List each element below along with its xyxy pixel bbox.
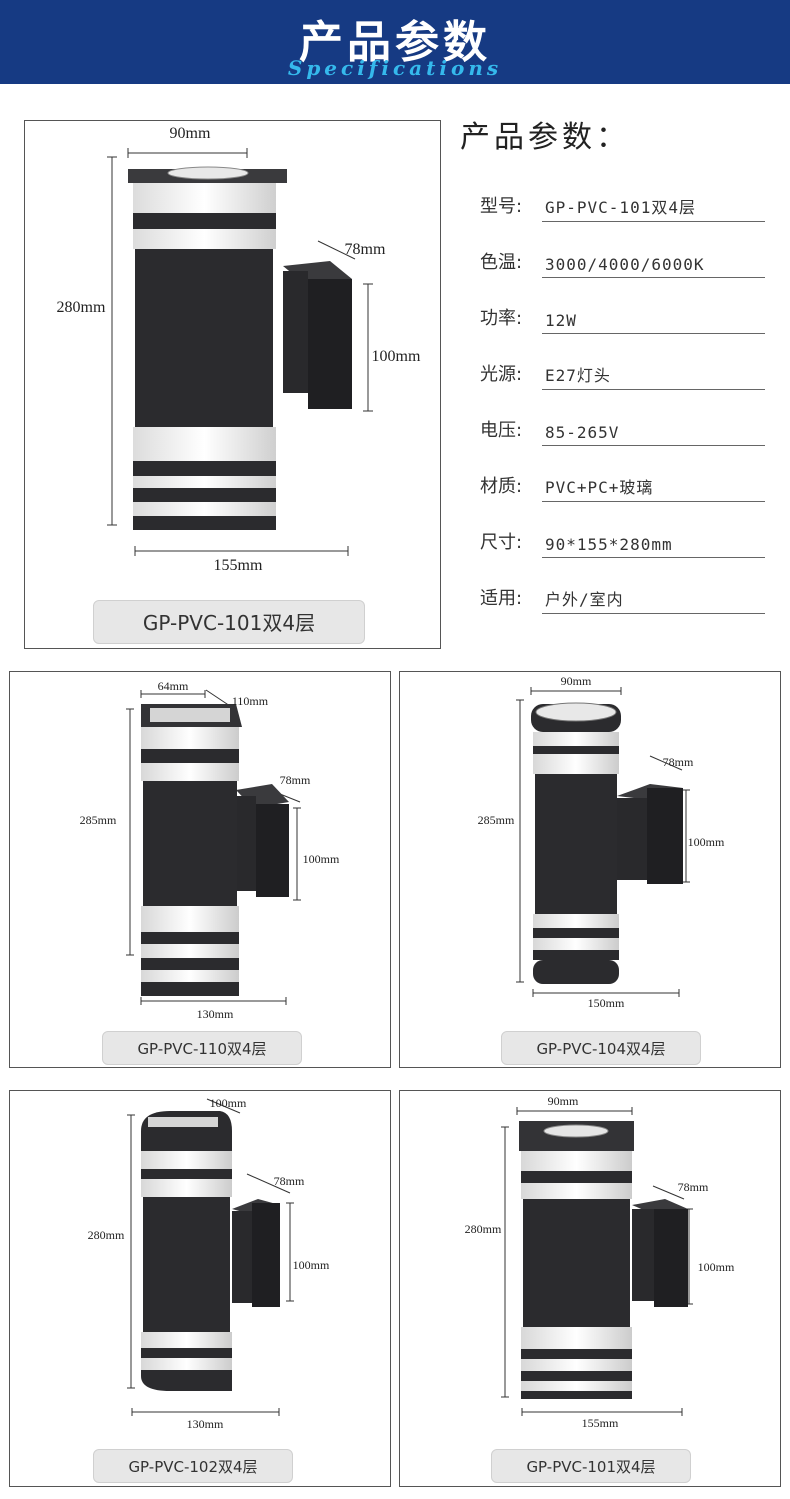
dim-bottom-label: 130mm [187,1417,224,1431]
product-card-101: 90mm 78mm 280mm 100mm 155mm GP-PVC-101双4… [399,1090,781,1487]
dim-bottom-label: 150mm [588,996,625,1010]
dim-height-label: 280mm [465,1222,502,1236]
spec-row-color-temp: 色温: 3000/4000/6000K [480,236,765,278]
dim-depth-label: 78mm [663,755,694,769]
main-product-image: 90mm 78mm 280mm 100mm 155mm GP-PVC-101双4… [24,120,441,649]
dim-bracket-label: 100mm [372,348,421,365]
spec-underline [542,277,765,278]
dim-bottom-label: 130mm [197,1007,234,1021]
dim-depth-label: 78mm [678,1180,709,1194]
spec-row-size: 尺寸: 90*155*280mm [480,516,765,558]
spec-underline [542,221,765,222]
spec-label: 光源: [480,364,523,385]
dim-height-label: 280mm [88,1228,125,1242]
lamp-illustration-101: 90mm 78mm 280mm 100mm 155mm [465,1094,735,1430]
header-subtitle: Specifications [287,56,503,80]
dim-height-label: 285mm [80,813,117,827]
dim-top-label: 90mm [170,125,211,142]
spec-value: E27灯头 [545,366,611,385]
spec-value: 3000/4000/6000K [545,255,705,274]
spec-row-application: 适用: 户外/室内 [480,572,765,614]
dim-height-label: 280mm [57,299,106,316]
spec-value: PVC+PC+玻璃 [545,478,654,497]
dim-height-label: 285mm [478,813,515,827]
dim-top-label: 100mm [210,1096,247,1110]
spec-row-power: 功率: 12W [480,292,765,334]
spec-value: 12W [545,311,577,330]
spec-value: 户外/室内 [545,590,624,609]
dim-width-label: 110mm [232,694,269,708]
dim-bracket-label: 100mm [293,1258,330,1272]
spec-value: GP-PVC-101双4层 [545,198,696,217]
dim-bracket-label: 100mm [303,852,340,866]
spec-label: 型号: [480,196,523,217]
dim-bottom-label: 155mm [582,1416,619,1430]
model-label: GP-PVC-104双4层 [501,1031,701,1065]
lamp-illustration-110: 64mm 110mm 78mm 285mm 100mm 130mm [80,679,340,1021]
product-card-110: 64mm 110mm 78mm 285mm 100mm 130mm GP-PVC… [9,671,391,1068]
dim-bracket-label: 100mm [698,1260,735,1274]
model-label: GP-PVC-102双4层 [93,1449,293,1483]
spec-underline [542,333,765,334]
spec-underline [542,445,765,446]
spec-label: 色温: [480,252,523,273]
product-card-102: 100mm 78mm 280mm 100mm 130mm GP-PVC-102双… [9,1090,391,1487]
header-title: 产品参数 [299,17,491,68]
spec-label: 尺寸: [480,532,523,553]
spec-underline [542,557,765,558]
dim-depth-label: 78mm [345,241,386,258]
spec-title: 产品参数： [460,120,630,155]
dim-depth-label: 78mm [274,1174,305,1188]
spec-row-light-source: 光源: E27灯头 [480,348,765,390]
spec-value: 85-265V [545,423,620,442]
dim-top-label: 90mm [548,1094,579,1108]
lamp-illustration-main: 90mm 78mm 280mm 100mm 155mm [57,125,421,574]
spec-underline [542,501,765,502]
spec-label: 材质: [480,476,523,497]
spec-label: 电压: [480,420,523,441]
model-label: GP-PVC-101双4层 [93,600,365,644]
dim-bottom-label: 155mm [214,557,263,574]
model-label: GP-PVC-110双4层 [102,1031,302,1065]
spec-label: 功率: [480,308,523,329]
spec-row-voltage: 电压: 85-265V [480,404,765,446]
spec-label: 适用: [480,588,523,609]
spec-value: 90*155*280mm [545,535,673,554]
dim-top-label: 64mm [158,679,189,693]
lamp-illustration-102: 100mm 78mm 280mm 100mm 130mm [88,1096,330,1431]
dim-depth-label: 78mm [280,773,311,787]
spec-underline [542,613,765,614]
header-banner: 产品参数 Specifications [0,0,790,84]
spec-underline [542,389,765,390]
spec-row-model: 型号: GP-PVC-101双4层 [480,180,765,222]
lamp-illustration-104: 90mm 78mm 285mm 100mm 150mm [478,674,725,1010]
spec-row-material: 材质: PVC+PC+玻璃 [480,460,765,502]
product-card-104: 90mm 78mm 285mm 100mm 150mm GP-PVC-104双4… [399,671,781,1068]
dim-top-label: 90mm [561,674,592,688]
model-label: GP-PVC-101双4层 [491,1449,691,1483]
dim-bracket-label: 100mm [688,835,725,849]
